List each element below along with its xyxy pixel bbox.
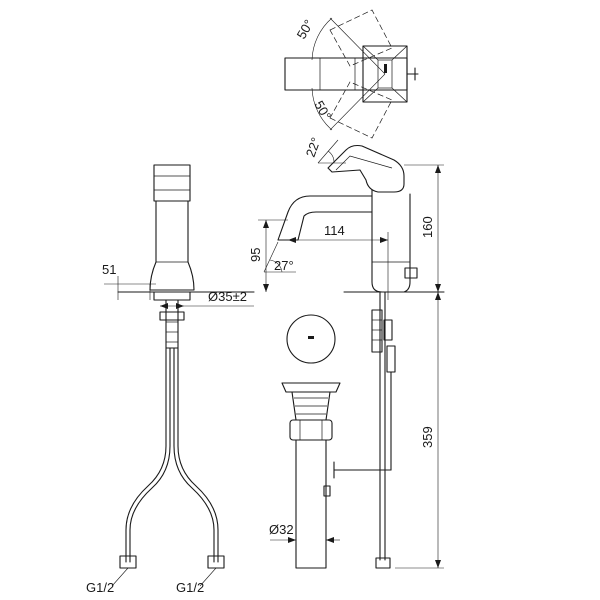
drain-tailpiece <box>295 439 327 569</box>
supply-right-label: G1/2 <box>176 580 204 595</box>
front-body <box>149 200 195 291</box>
side-view: 22° 27° 114 95 160 <box>248 135 445 569</box>
drain-diameter-label: Ø32 <box>269 522 294 537</box>
popup-knob <box>404 267 418 279</box>
drain-nut <box>289 419 333 441</box>
supply-left-label: G1/2 <box>86 580 114 595</box>
lever-angle-lower-label: 50° <box>311 98 334 123</box>
base-offset-label: 51 <box>102 262 116 277</box>
supply-length-label: 359 <box>420 426 435 448</box>
spout-reach-label: 114 <box>324 223 345 238</box>
spout-angle-label: 27° <box>274 258 294 273</box>
hole-diameter-label: Ø35±2 <box>208 289 247 304</box>
side-body <box>371 189 411 293</box>
popup-drain: Ø32 <box>269 314 341 569</box>
front-hose-left <box>125 347 167 563</box>
top-view: 50° 50° <box>284 9 419 139</box>
front-hose-right <box>173 347 215 563</box>
spout-height-label: 95 <box>248 248 263 262</box>
side-lever <box>327 144 405 193</box>
drain-cap-top <box>286 314 336 364</box>
front-mount-nut <box>159 311 185 321</box>
front-fitting-right <box>207 555 225 569</box>
side-shank-nut <box>371 309 383 353</box>
drain-flange <box>281 382 341 393</box>
front-fitting-left <box>119 555 137 569</box>
front-view: 51 Ø35±2 G1/2 G1/2 <box>86 164 255 595</box>
front-lever <box>153 164 191 202</box>
lever-lift-angle-label: 22° <box>303 135 324 159</box>
side-supply-fitting <box>375 557 391 569</box>
lever-angle-upper-label: 50° <box>294 17 317 42</box>
front-shank <box>165 299 179 349</box>
top-view-body <box>284 57 408 91</box>
popup-rod-clip <box>386 345 396 373</box>
total-height-label: 160 <box>420 216 435 238</box>
